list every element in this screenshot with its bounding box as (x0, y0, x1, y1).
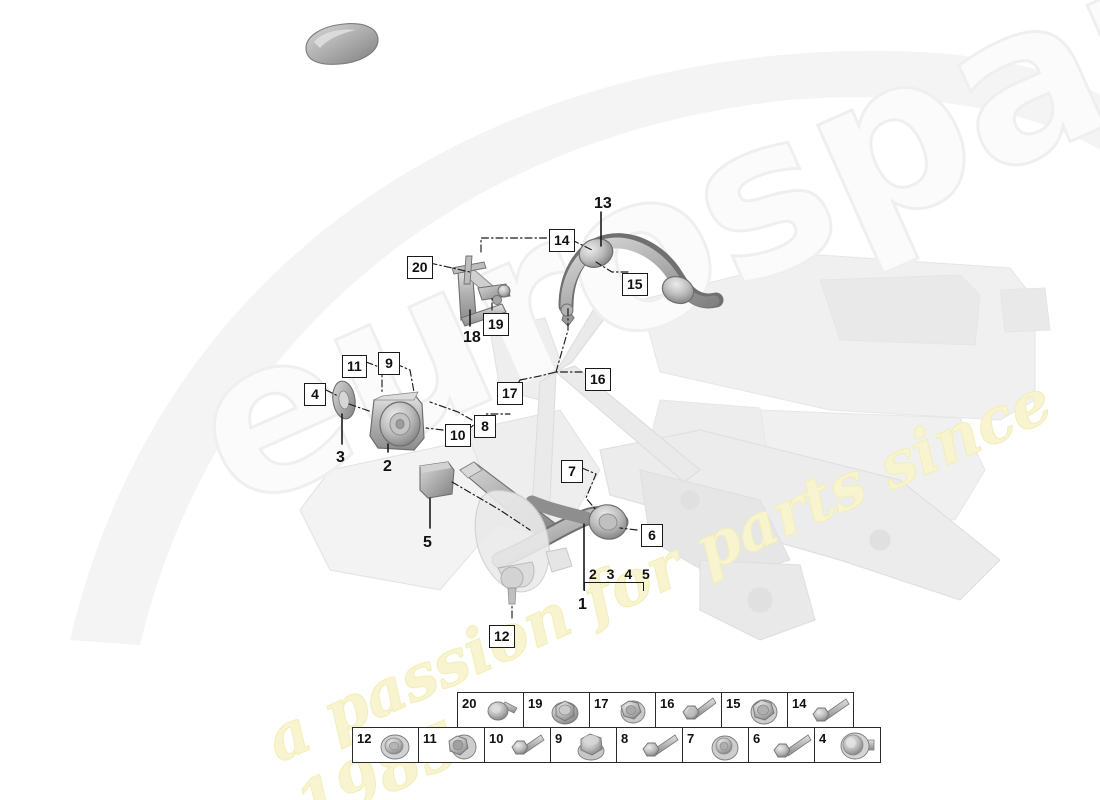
callout-20[interactable]: 20 (407, 256, 433, 279)
round-head-bolt-icon (487, 701, 518, 721)
hex-nut-icon (620, 700, 646, 724)
legend-number: 19 (528, 696, 543, 711)
hex-bolt-long-icon (812, 698, 850, 722)
part-topleft-pad (305, 23, 379, 65)
legend-number: 15 (726, 696, 741, 711)
hex-nut-washer-icon (448, 734, 477, 760)
legend-number: 4 (819, 731, 827, 746)
hex-bolt-long-icon (682, 697, 717, 720)
legend-row-bottom: 12 11 10 (352, 727, 881, 763)
callout-3[interactable]: 3 (336, 449, 345, 466)
legend-number: 10 (489, 731, 504, 746)
legend-cell-11[interactable]: 11 (418, 727, 485, 763)
part-2-wheel-hub (369, 391, 425, 451)
callout-9[interactable]: 9 (378, 352, 400, 375)
legend-number: 17 (594, 696, 609, 711)
hardware-legend-table: 20 19 17 (352, 692, 881, 763)
callout-15[interactable]: 15 (622, 273, 648, 296)
legend-cell-14[interactable]: 14 (787, 692, 854, 728)
callout-7[interactable]: 7 (561, 460, 583, 483)
part-18-sensor-bracket (451, 255, 511, 327)
callout-12[interactable]: 12 (489, 625, 515, 648)
legend-cell-12[interactable]: 12 (352, 727, 419, 763)
flange-nut-icon (551, 700, 579, 725)
callout-4[interactable]: 4 (304, 383, 326, 406)
callout-1[interactable]: 1 (578, 596, 587, 613)
part-13-upper-control-arm (558, 233, 724, 327)
legend-number: 16 (660, 696, 675, 711)
hex-bolt-long-icon (773, 734, 812, 758)
hex-bolt-short-icon (511, 734, 545, 755)
legend-cell-7[interactable]: 7 (682, 727, 749, 763)
callout-19[interactable]: 19 (483, 313, 509, 336)
legend-cell-10[interactable]: 10 (484, 727, 551, 763)
callout-11[interactable]: 11 (342, 355, 367, 378)
legend-cell-8[interactable]: 8 (616, 727, 683, 763)
part-5-bush-spacer (419, 461, 455, 499)
flange-nut-icon (577, 733, 605, 761)
legend-number: 11 (423, 731, 437, 746)
part-4-thrust-washer (332, 380, 356, 420)
callout-2[interactable]: 2 (383, 458, 392, 475)
domed-cap-bolt-icon (840, 732, 875, 760)
legend-number: 12 (357, 731, 372, 746)
group-bracket (584, 582, 644, 591)
callout-14[interactable]: 14 (549, 229, 575, 252)
part-wheel-carrier (474, 489, 573, 605)
legend-cell-15[interactable]: 15 (721, 692, 788, 728)
callout-10[interactable]: 10 (445, 424, 471, 447)
legend-cell-19[interactable]: 19 (523, 692, 590, 728)
callout-6[interactable]: 6 (641, 524, 663, 547)
legend-number: 14 (792, 696, 807, 711)
callout-13[interactable]: 13 (594, 195, 612, 212)
callout-18[interactable]: 18 (463, 329, 481, 346)
legend-number: 20 (462, 696, 477, 711)
legend-number: 7 (687, 731, 695, 746)
callout-8[interactable]: 8 (474, 415, 496, 438)
legend-cell-16[interactable]: 16 (655, 692, 722, 728)
legend-cell-20[interactable]: 20 (457, 692, 524, 728)
flange-nut-icon (711, 735, 739, 761)
legend-cell-17[interactable]: 17 (589, 692, 656, 728)
legend-cell-4[interactable]: 4 (814, 727, 881, 763)
washer-disc-icon (380, 734, 410, 760)
group-label: 2 3 4 5 (589, 566, 653, 582)
callout-5[interactable]: 5 (423, 534, 432, 551)
callout-16[interactable]: 16 (585, 368, 611, 391)
legend-cell-9[interactable]: 9 (550, 727, 617, 763)
legend-number: 9 (555, 731, 563, 746)
legend-cell-6[interactable]: 6 (748, 727, 815, 763)
hex-bolt-long-icon (642, 734, 679, 757)
legend-number: 8 (621, 731, 629, 746)
legend-row-top: 20 19 17 (457, 692, 880, 728)
legend-number: 6 (753, 731, 761, 746)
flange-nut-icon (750, 699, 778, 725)
callout-17[interactable]: 17 (497, 382, 523, 405)
